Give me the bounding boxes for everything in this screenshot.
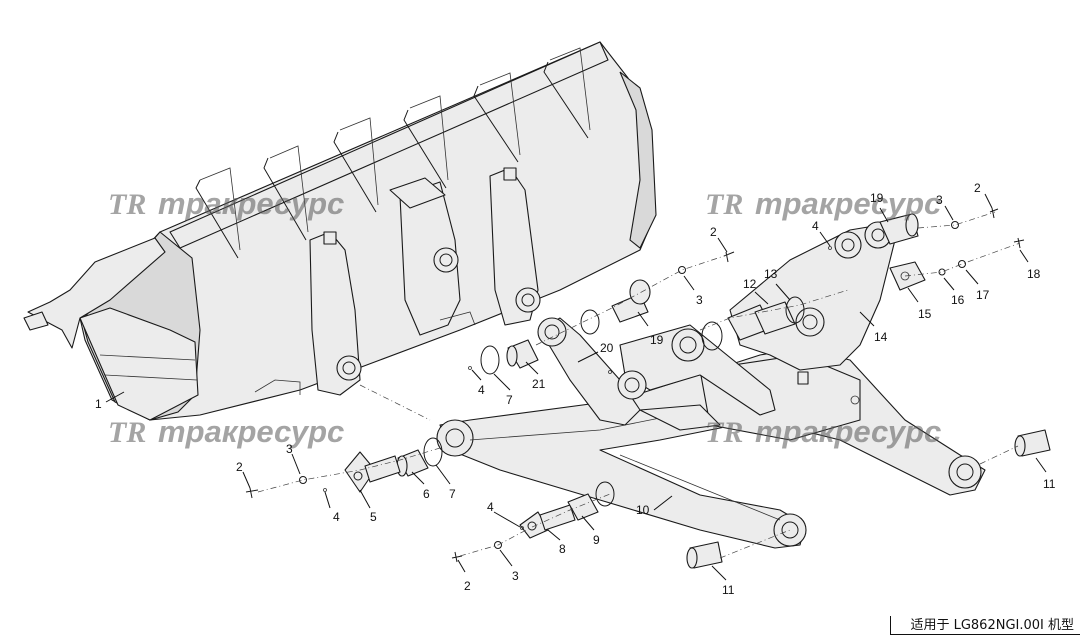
callout-number: 2 — [974, 181, 981, 195]
callout: 7 — [435, 464, 456, 501]
callout-number: 13 — [764, 267, 778, 281]
callout: 2 — [236, 460, 251, 489]
callout-number: 20 — [600, 341, 614, 355]
callout: 1 — [95, 391, 125, 411]
watermark-text: тракресурс — [158, 186, 344, 221]
callout-number: 2 — [710, 225, 717, 239]
callout-number: 4 — [487, 500, 494, 514]
callout-number: 3 — [512, 569, 519, 583]
watermark-logo: TR — [705, 188, 743, 221]
callout-number: 4 — [478, 383, 485, 397]
callout-number: 4 — [333, 510, 340, 524]
callout: 8 — [547, 529, 566, 556]
callout: 11 — [1035, 457, 1056, 491]
watermark-logo: TR — [108, 188, 146, 221]
callout: 3 — [286, 442, 301, 475]
bucket — [23, 41, 657, 421]
callout: 10 — [636, 495, 673, 517]
callout: 2 — [457, 559, 471, 593]
callout-number: 15 — [918, 307, 932, 321]
callout: 4 — [471, 369, 485, 397]
callout-number: 8 — [559, 542, 566, 556]
tilt-link — [537, 317, 776, 431]
watermark-logo: TR — [705, 416, 743, 449]
watermark-text: тракресурс — [158, 414, 344, 449]
watermark-bottom-left: TR тракресурс — [108, 414, 344, 449]
callout-number: 3 — [286, 442, 293, 456]
watermark-logo: TR — [108, 416, 146, 449]
callout: 17 — [965, 269, 990, 302]
callout: 3 — [499, 549, 519, 583]
callout-number: 12 — [743, 277, 757, 291]
callout: 7 — [493, 373, 513, 407]
callout-number: 7 — [449, 487, 456, 501]
watermark-top-right: TR тракресурс — [705, 186, 941, 221]
callout: 13 — [764, 267, 791, 301]
callout: 16 — [943, 277, 965, 307]
watermark-text: тракресурс — [755, 186, 941, 221]
callout: 19 — [870, 191, 889, 223]
watermarks: TR тракресурс TR тракресурс TR тракресур… — [108, 186, 941, 449]
callout-number: 11 — [1043, 477, 1056, 491]
callout-number: 3 — [936, 193, 943, 207]
callout: 4 — [487, 500, 521, 528]
callout-number: 2 — [236, 460, 243, 474]
watermark-bottom-right: TR тракресурс — [705, 414, 941, 449]
callout-number: 9 — [593, 533, 600, 547]
callout: 21 — [525, 361, 546, 391]
callout-number: 19 — [650, 333, 664, 347]
callouts: 1 2 3 4 5 6 7 2 3 4 8 9 10 11 4 7 21 20 … — [95, 181, 1056, 597]
assembly-centerlines — [257, 211, 1021, 559]
title-block-divider — [890, 616, 891, 635]
callout: 18 — [1019, 249, 1041, 281]
callout-number: 5 — [370, 510, 377, 524]
callout: 14 — [859, 311, 888, 344]
callout-number: 4 — [812, 219, 819, 233]
callout-number: 16 — [951, 293, 965, 307]
callout: 15 — [907, 287, 932, 321]
callout-number: 19 — [870, 191, 884, 205]
callout: 4 — [324, 491, 340, 524]
callout-number: 11 — [722, 583, 735, 597]
callout-number: 6 — [423, 487, 430, 501]
callout: 4 — [812, 219, 831, 247]
callout: 11 — [711, 565, 735, 597]
callout-number: 10 — [636, 503, 650, 517]
applicability-note: 适用于 LG862NGI.00I 机型 — [910, 618, 1074, 633]
callout-number: 17 — [976, 288, 990, 302]
callout-number: 3 — [696, 293, 703, 307]
callout-number: 7 — [506, 393, 513, 407]
callout: 6 — [411, 471, 430, 501]
callout: 2 — [710, 225, 728, 253]
callout-number: 1 — [95, 397, 102, 411]
callout-number: 21 — [532, 377, 546, 391]
callout: 19 — [637, 311, 664, 347]
callout: 9 — [581, 515, 600, 547]
watermark-text: тракресурс — [755, 414, 941, 449]
callout-number: 2 — [464, 579, 471, 593]
callout-number: 14 — [874, 330, 888, 344]
callout: 5 — [359, 489, 377, 524]
callout: 3 — [683, 275, 703, 307]
callout-number: 18 — [1027, 267, 1041, 281]
callout: 20 — [577, 341, 614, 363]
callout: 3 — [936, 193, 954, 221]
callout: 2 — [974, 181, 993, 209]
watermark-top-left: TR тракресурс — [108, 186, 344, 221]
callout: 12 — [743, 277, 769, 305]
